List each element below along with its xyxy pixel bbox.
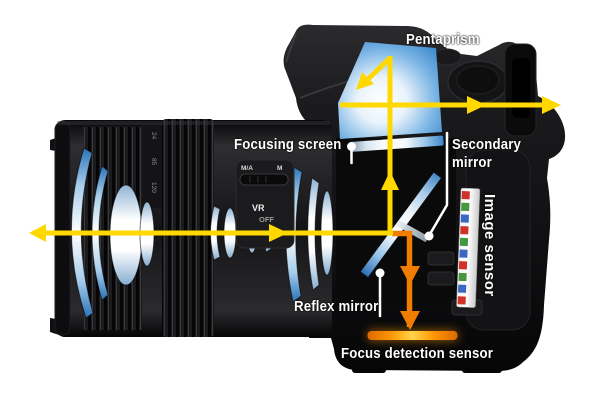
sensor-pixel: [459, 237, 469, 247]
zoom-scale-strip: [142, 124, 162, 208]
body-foot-right: [462, 366, 502, 373]
sensor-pixel: [461, 191, 470, 200]
ray-arrow-left: [29, 224, 46, 242]
zoom-mark-24: 24: [150, 132, 157, 140]
label-secondary-mirror-line1: Secondary: [452, 136, 522, 153]
secondary-mirror-shape: [395, 220, 429, 243]
sensor-pixel: [457, 284, 467, 293]
light-path: [29, 56, 561, 242]
ray-arrow-right-mid: [269, 224, 288, 242]
lens-element: [91, 165, 109, 301]
af-light-path: [367, 230, 458, 340]
label-focusing-screen: Focusing screen: [234, 136, 342, 153]
mode-dial-inner: [456, 65, 500, 95]
label-reflex-mirror: Reflex mirror: [294, 298, 379, 315]
focus-detection-sensor-bar: [367, 331, 458, 340]
eyepiece-window: [512, 58, 530, 118]
image-sensor-pixels: [457, 191, 470, 305]
ray-arrow-exit-end: [542, 96, 561, 114]
ray-arrow-up: [381, 171, 399, 190]
secondary-mirror-dot: [424, 231, 434, 241]
sensor-pixel: [457, 296, 466, 305]
sensor-pixel: [460, 214, 469, 223]
sensor-pixel: [459, 249, 468, 258]
label-focus-detection-sensor: Focus detection sensor: [341, 345, 494, 362]
vr-label: VR: [252, 203, 265, 213]
secondary-mirror-leader: [428, 131, 449, 236]
label-image-sensor: Image sensor: [481, 194, 498, 297]
sensor-pixel: [461, 202, 470, 212]
focusing-screen-shape: [349, 135, 444, 152]
zoom-mark-120: 120: [150, 182, 157, 193]
ray-arrow-exit-mid: [467, 96, 486, 114]
back-button-2: [427, 271, 455, 286]
back-button-1: [427, 251, 455, 266]
reflex-mirror-dot: [375, 268, 385, 278]
body-foot-left: [352, 366, 386, 373]
hump-edge-highlight: [285, 32, 297, 63]
focusing-screen-dot: [347, 142, 356, 151]
image-sensor: [456, 187, 481, 308]
lens-element: [71, 147, 94, 319]
vr-off-label: OFF: [259, 215, 274, 224]
af-arrow-down-end: [400, 311, 420, 330]
focus-mode-switch: [239, 173, 289, 186]
af-ray: [392, 230, 413, 327]
m-switch-label: M: [277, 165, 282, 172]
lens-top-highlight: [57, 121, 330, 125]
ray-arrow-diagonal: [356, 72, 374, 90]
ma-switch-label: M/A: [241, 165, 253, 172]
small-dial: [432, 48, 462, 66]
label-secondary-mirror: Secondary mirror: [452, 136, 521, 171]
zoom-mark-85: 85: [150, 158, 157, 166]
leader-lines: [347, 131, 449, 318]
sensor-pixel: [458, 261, 468, 270]
label-pentaprism: Pentaprism: [406, 31, 480, 48]
label-secondary-mirror-line2: mirror: [452, 153, 492, 171]
sensor-pixel: [458, 272, 467, 282]
lens-front-ring: [54, 121, 71, 336]
sensor-pixel: [460, 226, 469, 235]
focus-ring-ribs: [162, 119, 214, 337]
af-arrow-down-mid: [400, 266, 420, 285]
